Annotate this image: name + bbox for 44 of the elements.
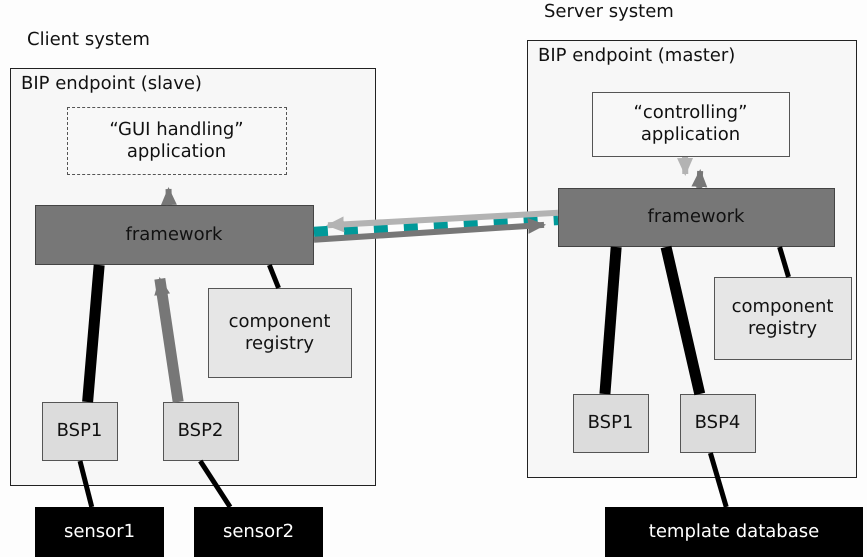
- application-box: [592, 92, 790, 156]
- connector-line: [599, 246, 622, 394]
- group-title: BIP endpoint (master): [538, 45, 736, 67]
- node-label: “GUI handling” application: [108, 118, 245, 162]
- external-box: [605, 507, 863, 557]
- bsp-box: [42, 402, 118, 460]
- node-label: framework: [646, 206, 746, 228]
- application-box: [66, 106, 286, 174]
- node-label: component registry: [228, 310, 332, 354]
- system-label: Server system: [544, 1, 674, 23]
- arrow: [160, 187, 177, 206]
- arrow: [154, 276, 184, 403]
- bsp-box: [572, 394, 648, 452]
- connector-line: [777, 246, 791, 278]
- node-label: BSP1: [56, 420, 104, 442]
- registry-box: [208, 288, 352, 378]
- registry-box: [714, 276, 852, 360]
- connector-line: [708, 452, 729, 508]
- external-box: [35, 507, 164, 557]
- node-label: BSP4: [694, 412, 742, 434]
- external-box: [194, 507, 323, 557]
- connector-line: [78, 460, 94, 508]
- node-label: framework: [124, 224, 224, 246]
- node-label: BSP2: [176, 420, 224, 442]
- bsp-box: [162, 402, 238, 460]
- arrow: [326, 210, 558, 232]
- arrow: [691, 168, 708, 188]
- node-label: sensor1: [62, 521, 136, 543]
- node-label: sensor2: [222, 521, 296, 543]
- system-label: Client system: [27, 29, 150, 51]
- framework-box: [558, 188, 834, 246]
- node-label: template database: [648, 521, 820, 543]
- node-label: “controlling” application: [632, 102, 748, 146]
- group-title: BIP endpoint (slave): [21, 73, 202, 95]
- bsp-box: [680, 394, 756, 452]
- arrow: [677, 156, 694, 176]
- node-label: BSP1: [586, 412, 634, 434]
- arrow: [314, 218, 546, 243]
- framework-box: [34, 204, 314, 264]
- connector-line: [198, 460, 232, 508]
- connector-line: [660, 246, 706, 396]
- node-label: component registry: [730, 296, 834, 340]
- connector-line: [82, 264, 105, 402]
- connector-line: [267, 264, 281, 289]
